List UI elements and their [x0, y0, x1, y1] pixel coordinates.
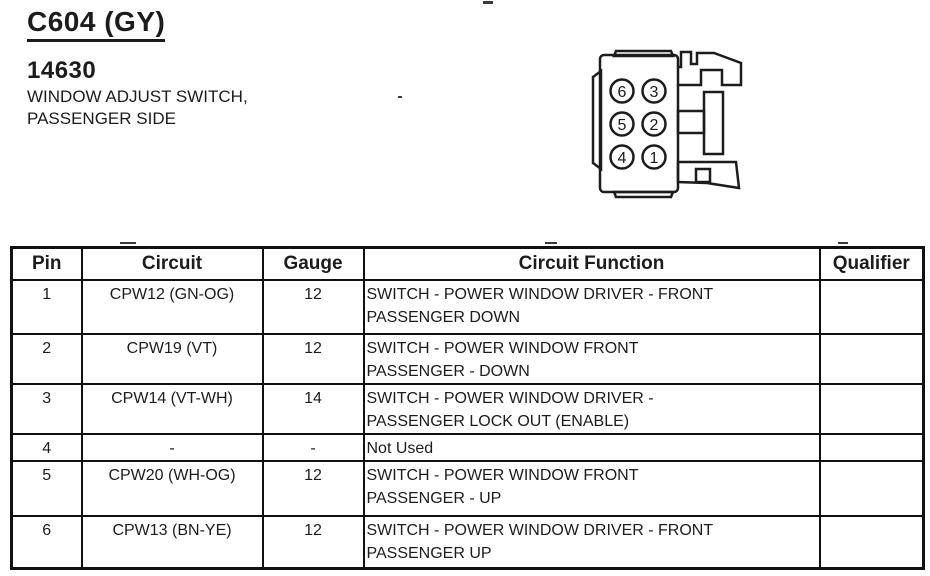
- pin-cell: 2: [10, 332, 83, 385]
- pin-cell: 4: [10, 432, 83, 462]
- pin-circle-1: [641, 144, 667, 170]
- circuit-cell: CPW19 (VT): [80, 332, 264, 385]
- qualifier-cell: [818, 278, 925, 335]
- connector-id-title: C604 (GY): [27, 6, 166, 42]
- pin-circle-3: [641, 78, 667, 104]
- pin-label: 2: [650, 117, 659, 134]
- qualifier-cell: [818, 382, 925, 435]
- connector-lower-latch: [676, 160, 741, 190]
- qualifier-cell: [818, 514, 925, 570]
- part-number: 14630: [27, 57, 97, 84]
- connector-upper-latch: [678, 50, 743, 87]
- qualifier-cell: [818, 432, 925, 462]
- pin-circle-6: [609, 78, 635, 104]
- connector-center-bar: [702, 90, 725, 156]
- connector-description: WINDOW ADJUST SWITCH, PASSENGER SIDE: [27, 87, 248, 128]
- connector-center-tab: [676, 109, 706, 135]
- gauge-cell: 12: [261, 459, 365, 517]
- table-row-pin5: 5 CPW20 (WH-OG) 12 SWITCH - POWER WINDOW…: [10, 459, 925, 517]
- scan-speck: [838, 242, 848, 244]
- column-header-circuit: Circuit: [80, 246, 264, 281]
- qualifier-cell: [818, 332, 925, 385]
- gauge-cell: -: [261, 432, 365, 462]
- gauge-cell: 12: [261, 332, 365, 385]
- pinout-table: Pin Circuit Gauge Circuit Function Quali…: [10, 246, 925, 570]
- function-cell: SWITCH - POWER WINDOW FRONT PASSENGER - …: [362, 459, 821, 517]
- connector-diagram: 6 3 5 2 4 1: [570, 25, 780, 215]
- header: C604 (GY): [27, 6, 166, 42]
- pin-cell: 5: [10, 459, 83, 517]
- pin-cell: 3: [10, 382, 83, 435]
- gauge-cell: 12: [261, 278, 365, 335]
- column-header-pin: Pin: [10, 246, 83, 281]
- pin-circle-5: [609, 111, 635, 137]
- scan-speck: [120, 242, 136, 244]
- scan-speck: [398, 96, 402, 98]
- scan-speck: [483, 1, 493, 4]
- column-header-qualifier: Qualifier: [818, 246, 925, 281]
- table-row-pin3: 3 CPW14 (VT-WH) 14 SWITCH - POWER WINDOW…: [10, 382, 925, 435]
- qualifier-cell: [818, 459, 925, 517]
- table-row-pin2: 2 CPW19 (VT) 12 SWITCH - POWER WINDOW FR…: [10, 332, 925, 385]
- function-cell: SWITCH - POWER WINDOW FRONT PASSENGER - …: [362, 332, 821, 385]
- circuit-cell: CPW12 (GN-OG): [80, 278, 264, 335]
- pin-cell: 6: [10, 514, 83, 570]
- gauge-cell: 12: [261, 514, 365, 570]
- pin-circle-2: [641, 111, 667, 137]
- pin-label: 5: [618, 117, 627, 134]
- function-cell: SWITCH - POWER WINDOW DRIVER - FRONT PAS…: [362, 514, 821, 570]
- gauge-cell: 14: [261, 382, 365, 435]
- circuit-cell: -: [80, 432, 264, 462]
- column-header-gauge: Gauge: [261, 246, 365, 281]
- pin-label: 4: [618, 150, 627, 167]
- function-cell: Not Used: [362, 432, 821, 462]
- pin-label: 1: [650, 150, 659, 167]
- column-header-circuit-function: Circuit Function: [362, 246, 821, 281]
- connector-lower-latch-notch: [694, 167, 712, 184]
- circuit-cell: CPW14 (VT-WH): [80, 382, 264, 435]
- scan-speck: [545, 242, 557, 244]
- table-header-row: Pin Circuit Gauge Circuit Function Quali…: [10, 246, 925, 281]
- pin-circle-4: [609, 144, 635, 170]
- function-cell: SWITCH - POWER WINDOW DRIVER - FRONT PAS…: [362, 278, 821, 335]
- function-cell: SWITCH - POWER WINDOW DRIVER - PASSENGER…: [362, 382, 821, 435]
- connector-drawing: 6 3 5 2 4 1: [591, 49, 743, 199]
- circuit-cell: CPW20 (WH-OG): [80, 459, 264, 517]
- circuit-cell: CPW13 (BN-YE): [80, 514, 264, 570]
- table-row-pin4: 4 - - Not Used: [10, 432, 925, 462]
- pin-label: 3: [650, 84, 659, 101]
- table-row-pin1: 1 CPW12 (GN-OG) 12 SWITCH - POWER WINDOW…: [10, 278, 925, 335]
- table-row-pin6: 6 CPW13 (BN-YE) 12 SWITCH - POWER WINDOW…: [10, 514, 925, 570]
- pin-label: 6: [618, 84, 627, 101]
- pin-cell: 1: [10, 278, 83, 335]
